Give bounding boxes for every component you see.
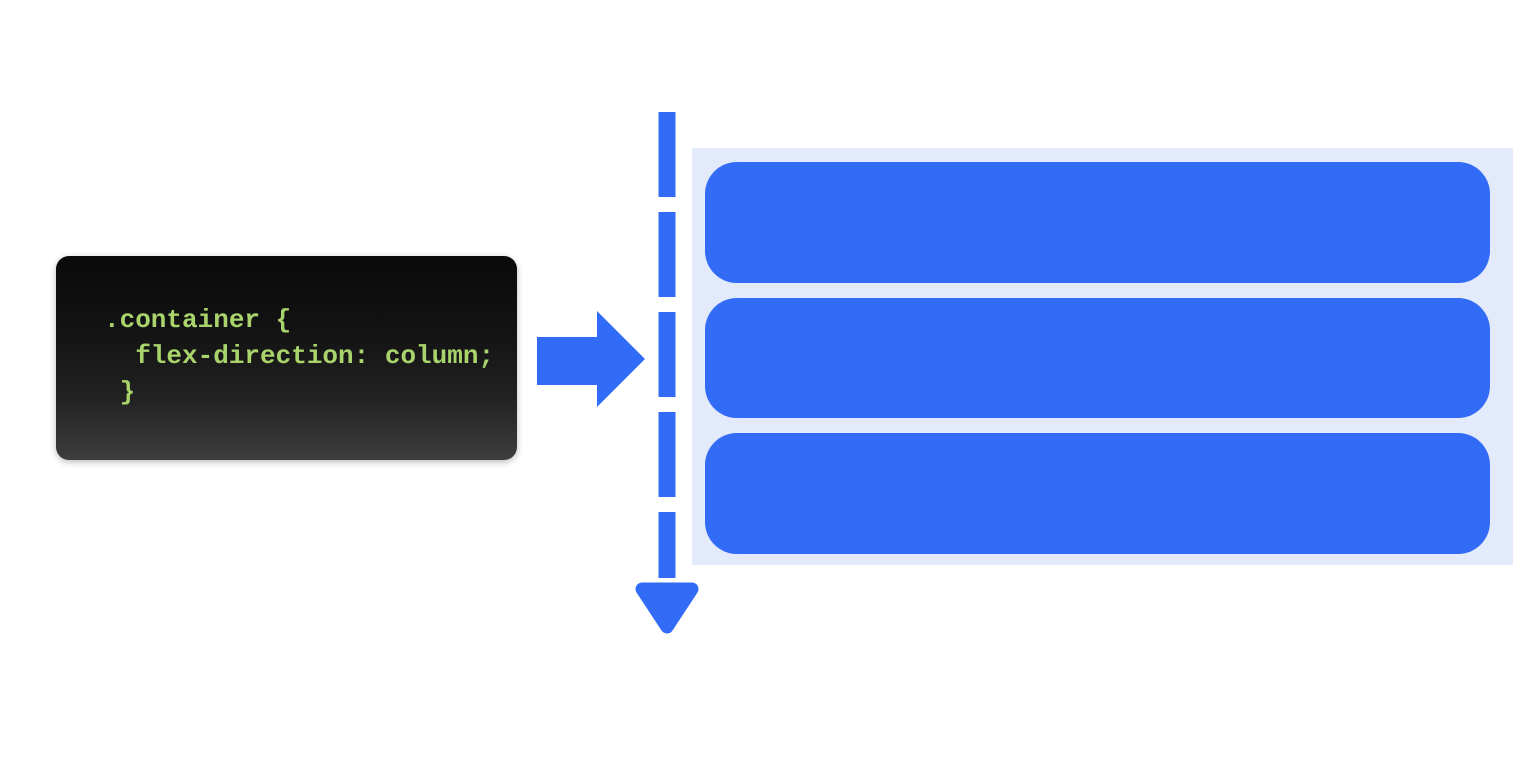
css-code-snippet: .container { flex-direction: column; } xyxy=(56,256,517,460)
code-line-closing-brace: } xyxy=(104,377,136,407)
flex-container xyxy=(692,148,1513,565)
flex-item-1 xyxy=(705,162,1490,283)
code-line-selector: .container { xyxy=(104,305,292,335)
right-arrow-icon xyxy=(537,311,645,407)
flex-item-3 xyxy=(705,433,1490,555)
code-line-property: flex-direction: column; xyxy=(104,341,495,371)
down-arrow-icon xyxy=(635,582,699,634)
flex-item-2 xyxy=(705,297,1490,419)
